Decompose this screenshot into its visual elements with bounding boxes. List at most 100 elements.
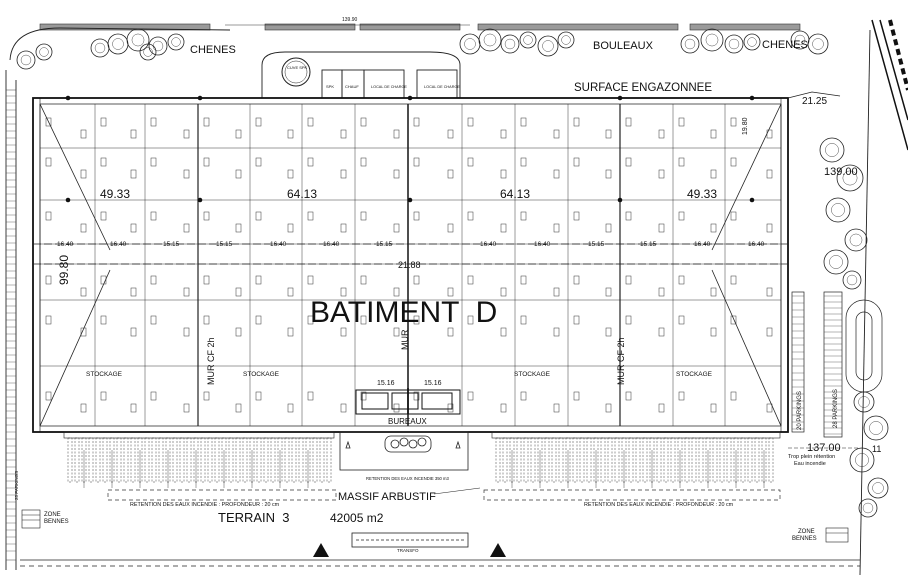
dock-bay	[572, 437, 578, 483]
tree	[16, 50, 36, 70]
storage-rack	[730, 117, 737, 127]
dock-bay	[698, 437, 704, 483]
storage-rack	[100, 391, 107, 401]
tree-canopy	[849, 233, 863, 247]
storage-rack	[710, 129, 717, 139]
storage-rack	[340, 129, 347, 139]
storage-rack	[130, 327, 137, 337]
tree-canopy	[728, 38, 740, 50]
oval-parking	[845, 299, 883, 393]
storage-rack	[45, 315, 52, 325]
tree	[459, 33, 481, 55]
dock-bay	[614, 437, 620, 483]
storage-rack	[605, 223, 612, 233]
dock-bay	[628, 437, 634, 483]
storage-rack	[235, 327, 242, 337]
storage-rack	[235, 223, 242, 233]
dock-bay	[586, 437, 592, 483]
column-node	[407, 95, 413, 101]
roof-diagonal	[39, 103, 111, 251]
stockage-4: STOCKAGE	[676, 371, 713, 378]
tree	[35, 43, 53, 61]
tree	[743, 33, 761, 51]
storage-rack	[520, 117, 527, 127]
sprinkler-tank-inner	[284, 60, 308, 84]
storage-rack	[447, 403, 454, 413]
tree	[90, 38, 110, 58]
storage-rack	[730, 391, 737, 401]
mur-cf-left: MUR CF 2h	[206, 337, 216, 385]
storage-rack	[678, 211, 685, 221]
storage-rack	[573, 275, 580, 285]
tree	[126, 28, 150, 52]
dim-21-88: 21.88	[398, 260, 421, 270]
storage-rack	[183, 169, 190, 179]
storage-rack	[393, 287, 400, 297]
column-node	[407, 197, 413, 203]
storage-rack	[520, 391, 527, 401]
storage-rack	[360, 157, 367, 167]
bay-dimension: 16.40	[110, 241, 127, 248]
dock-bay	[158, 437, 164, 483]
dock-bay	[235, 437, 241, 483]
storage-rack	[605, 327, 612, 337]
entrance-garden	[339, 431, 469, 471]
storage-rack	[730, 315, 737, 325]
dock-bay	[768, 437, 774, 483]
terrain-area: 42005 m2	[330, 511, 384, 525]
tree-canopy	[152, 40, 164, 52]
storage-rack	[203, 157, 210, 167]
storage-rack	[80, 287, 87, 297]
tree	[478, 28, 502, 52]
bay-dimension: 15.15	[588, 241, 605, 248]
dim-19-80: 19.80	[742, 117, 749, 135]
storage-rack	[45, 117, 52, 127]
storage-rack	[100, 211, 107, 221]
storage-rack	[150, 315, 157, 325]
storage-rack	[255, 211, 262, 221]
tree	[867, 477, 889, 499]
tree-canopy	[869, 421, 883, 435]
storage-rack	[625, 211, 632, 221]
tree-canopy	[561, 35, 571, 45]
storage-rack	[100, 157, 107, 167]
storage-rack	[130, 287, 137, 297]
storage-rack	[287, 169, 294, 179]
column-node	[197, 197, 203, 203]
storage-rack	[467, 275, 474, 285]
storage-rack	[393, 327, 400, 337]
tree-canopy	[112, 38, 124, 50]
storage-rack	[467, 391, 474, 401]
entry-triangle-right	[490, 543, 506, 557]
bureaux-label: BUREAUX	[388, 417, 427, 426]
right-parking	[787, 91, 843, 438]
cuve-spk-label: CUVE SPK	[287, 65, 308, 70]
structural-grid	[33, 103, 788, 427]
stockage-1: STOCKAGE	[86, 371, 123, 378]
stockage-3: STOCKAGE	[514, 371, 551, 378]
left-parking	[5, 89, 17, 561]
bay-dimension: 15.15	[376, 241, 393, 248]
dock-bay	[242, 437, 248, 483]
storage-rack	[235, 287, 242, 297]
entry-triangle-left	[313, 543, 329, 557]
bay-dimension: 16.40	[323, 241, 340, 248]
massif-arbustif-label: MASSIF ARBUSTIF	[338, 491, 436, 503]
storage-rack	[100, 117, 107, 127]
storage-rack	[766, 223, 773, 233]
dim-15-16-a: 15.16	[377, 380, 395, 387]
dock-bay	[326, 437, 332, 483]
roof-diagonal	[711, 269, 782, 427]
storage-rack	[730, 157, 737, 167]
tree-canopy	[747, 37, 757, 47]
storage-rack	[413, 211, 420, 221]
tree	[724, 34, 744, 54]
storage-rack	[678, 157, 685, 167]
storage-rack	[130, 169, 137, 179]
storage-rack	[710, 287, 717, 297]
tree-canopy	[829, 255, 843, 269]
storage-rack	[678, 391, 685, 401]
storage-rack	[605, 403, 612, 413]
dock-bay	[186, 437, 192, 483]
